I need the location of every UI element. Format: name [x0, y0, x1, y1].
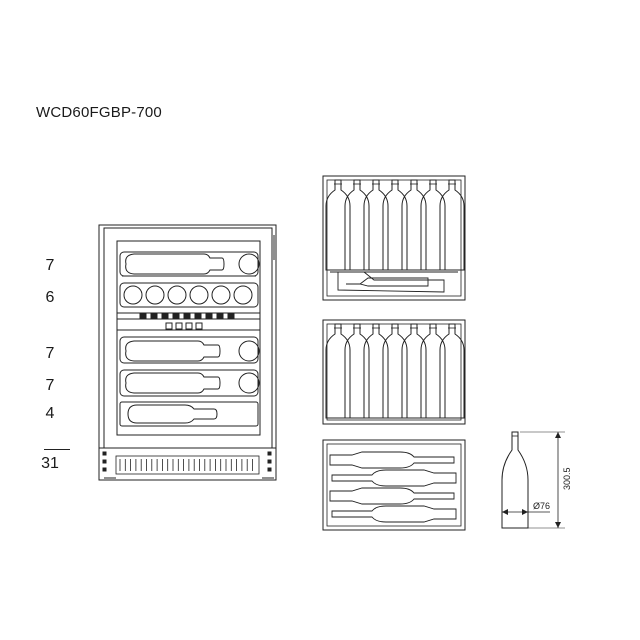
bottle-dimension-drawing: 300.5 Ø76	[501, 431, 572, 529]
cabinet-front-view	[98, 224, 277, 481]
total-divider	[44, 449, 70, 450]
shelf-4	[119, 369, 260, 397]
upright-bottle	[363, 179, 389, 271]
control-panel	[117, 312, 260, 331]
shelf-count-2: 6	[45, 289, 55, 306]
shelf-count-1: 7	[45, 257, 55, 274]
upright-bottle	[344, 323, 370, 419]
shelf-1	[119, 251, 260, 277]
upright-bottle	[439, 179, 465, 271]
panel-indicator	[150, 313, 158, 319]
shelf-layout-3	[322, 439, 466, 531]
shelf-2	[119, 282, 259, 308]
upright-bottle	[382, 323, 408, 419]
door-frame	[103, 227, 273, 449]
upright-bottle	[363, 323, 389, 419]
panel-indicator	[183, 313, 191, 319]
shelf-layout-2	[322, 319, 466, 425]
height-label: 300.5	[562, 467, 572, 490]
model-number: WCD60FGBP-700	[36, 104, 162, 121]
panel-indicator	[139, 313, 147, 319]
panel-indicator	[227, 313, 235, 319]
upright-bottle	[401, 179, 427, 271]
lying-bottle	[331, 469, 457, 487]
upright-bottle	[382, 179, 408, 271]
shelf-count-4: 7	[45, 377, 55, 394]
upright-bottle	[420, 179, 446, 271]
upright-bottle	[420, 323, 446, 419]
upright-bottle	[439, 323, 465, 419]
glass-pane	[116, 240, 261, 436]
upright-bottle	[344, 179, 370, 271]
panel-indicator	[216, 313, 224, 319]
lying-bottle	[329, 487, 455, 505]
shelf-count-3: 7	[45, 345, 55, 362]
lying-bottle	[331, 505, 457, 523]
shelf-5	[119, 401, 259, 427]
lying-bottle	[329, 451, 455, 469]
panel-indicator	[172, 313, 180, 319]
diameter-label: Ø76	[533, 501, 550, 511]
vent-grille	[102, 451, 272, 475]
shelf-layout-1	[322, 175, 466, 301]
shelf-count-5: 4	[45, 405, 55, 422]
upright-bottle	[325, 323, 351, 419]
panel-indicator	[205, 313, 213, 319]
total-count: 31	[41, 455, 59, 472]
panel-indicator	[161, 313, 169, 319]
upright-bottle	[401, 323, 427, 419]
panel-indicator	[194, 313, 202, 319]
upright-bottle	[325, 179, 351, 271]
shelf-3	[119, 336, 260, 364]
cabinet-outline	[98, 224, 277, 481]
